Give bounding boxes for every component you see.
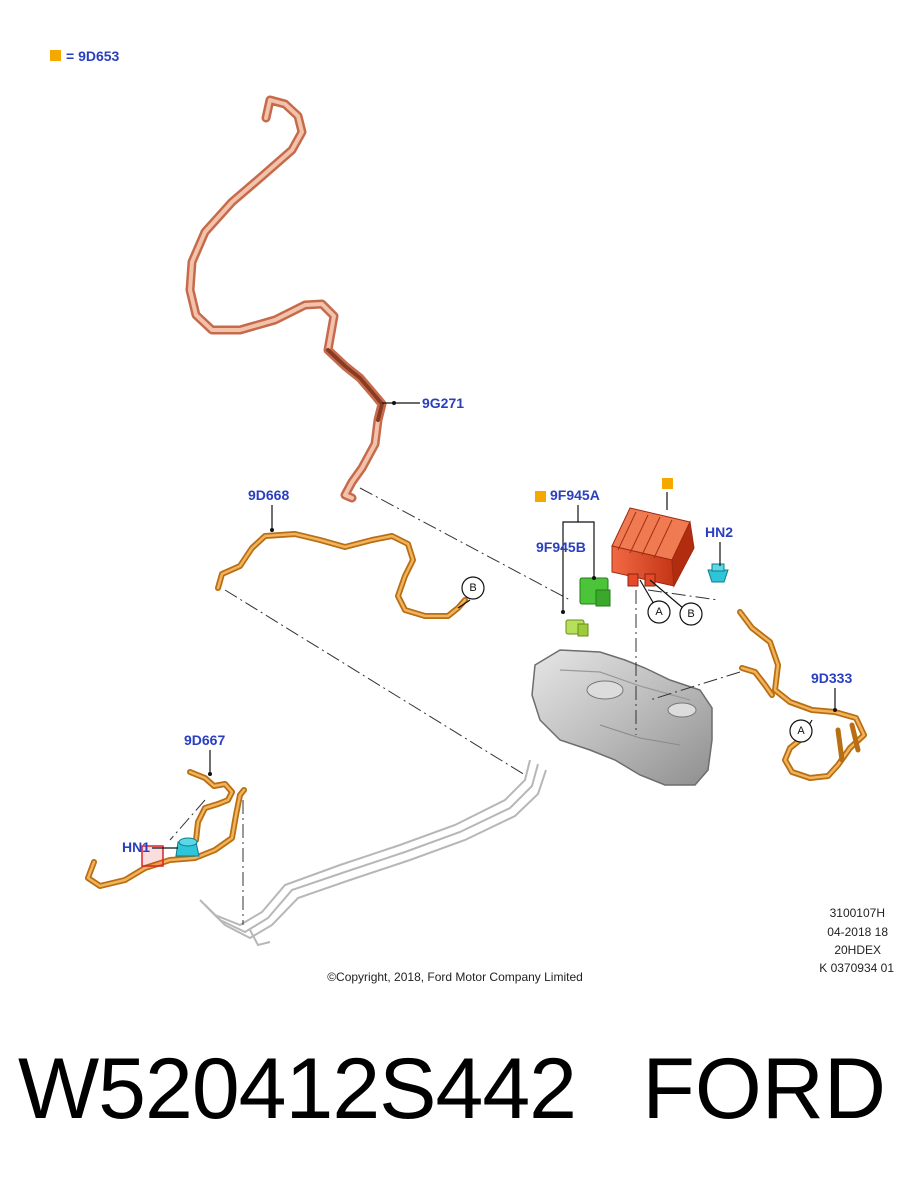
label-9G271: 9G271	[422, 395, 464, 411]
legend-swatch	[50, 50, 61, 61]
label-9D668: 9D668	[248, 487, 289, 503]
svg-text:B: B	[687, 608, 694, 620]
callout-b-left: B	[461, 576, 485, 600]
underbody-line-bundle	[199, 759, 547, 947]
vapor-line-9D668	[215, 531, 468, 619]
clip-HN2	[707, 563, 729, 583]
caption-bar: W520412S442 FORD	[0, 1040, 916, 1160]
label-9D667: 9D667	[184, 732, 225, 748]
part-number: W520412S442	[18, 1041, 577, 1137]
clip-HN1	[175, 837, 200, 857]
leader-lines	[152, 401, 837, 849]
purge-valve-9F945A	[579, 577, 611, 607]
filler-pipe-9G271	[185, 95, 387, 503]
callout-a-canister: A	[647, 600, 671, 624]
highlight-box	[141, 845, 164, 867]
meta-line-2: 04-2018 18	[827, 925, 888, 939]
assembly-guide-lines	[169, 487, 741, 925]
copyright: ©Copyright, 2018, Ford Motor Company Lim…	[327, 970, 583, 984]
vapor-line-9D667	[85, 769, 247, 889]
callout-a-right: A	[789, 719, 813, 743]
evap-canister	[611, 507, 695, 588]
svg-text:A: A	[655, 606, 663, 618]
valve-9F945B	[565, 619, 589, 637]
brand-name: FORD	[642, 1041, 886, 1137]
label-9F945A-swatch	[535, 491, 546, 502]
svg-text:B: B	[469, 582, 476, 594]
parts-diagram: = 9D653	[50, 48, 894, 984]
label-HN1: HN1	[122, 839, 150, 855]
label-9D333: 9D333	[811, 670, 852, 686]
callout-b-canister: B	[679, 602, 703, 626]
label-9F945A: 9F945A	[550, 487, 600, 503]
meta-line-4: K 0370934 01	[819, 961, 894, 975]
legend-text: = 9D653	[66, 48, 120, 64]
svg-text:A: A	[797, 725, 805, 737]
vapor-line-9D333	[737, 609, 867, 781]
canister-marker-swatch	[662, 478, 673, 489]
label-9F945B: 9F945B	[536, 539, 586, 555]
label-HN2: HN2	[705, 524, 733, 540]
meta-line-1: 3100107H	[830, 906, 885, 920]
meta-line-3: 20HDEX	[834, 943, 881, 957]
fuel-tank	[531, 649, 713, 786]
